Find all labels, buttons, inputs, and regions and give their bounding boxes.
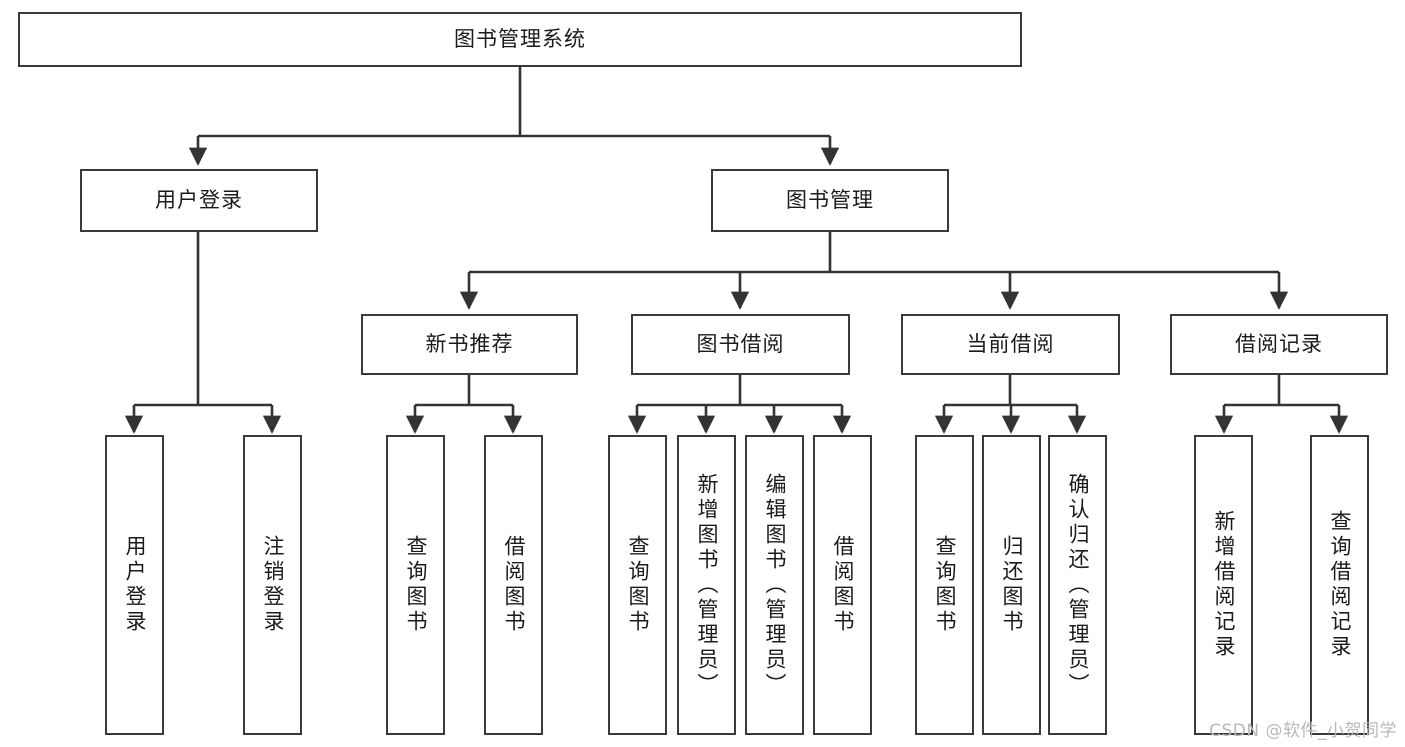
leaf-add-borrow-record[interactable]: 新增借阅记录 bbox=[1194, 435, 1253, 735]
node-book-borrow[interactable]: 图书借阅 bbox=[631, 314, 850, 375]
node-label: 归还图书 bbox=[1000, 535, 1024, 635]
node-label: 图书管理 bbox=[786, 188, 874, 213]
node-label: 借阅图书 bbox=[502, 535, 526, 635]
node-current-borrow[interactable]: 当前借阅 bbox=[901, 314, 1120, 375]
node-label: 查询图书 bbox=[404, 535, 428, 635]
node-user-login[interactable]: 用户登录 bbox=[80, 169, 318, 232]
leaf-edit-book-admin[interactable]: 编辑图书（管理员） bbox=[745, 435, 804, 735]
leaf-return-book[interactable]: 归还图书 bbox=[982, 435, 1041, 735]
node-label: 用户登录 bbox=[155, 188, 243, 213]
node-label: 确认归还（管理员） bbox=[1066, 472, 1090, 698]
node-label: 当前借阅 bbox=[966, 332, 1055, 357]
node-label: 借阅记录 bbox=[1235, 332, 1323, 357]
leaf-logout[interactable]: 注销登录 bbox=[243, 435, 302, 735]
node-borrow-record[interactable]: 借阅记录 bbox=[1170, 314, 1388, 375]
node-label: 注销登录 bbox=[261, 535, 285, 635]
node-label: 借阅图书 bbox=[831, 535, 855, 635]
node-book-manage[interactable]: 图书管理 bbox=[711, 169, 949, 232]
leaf-query-book-borrow[interactable]: 查询图书 bbox=[608, 435, 667, 735]
node-label: 新增借阅记录 bbox=[1212, 510, 1236, 660]
node-new-book-recommend[interactable]: 新书推荐 bbox=[361, 314, 578, 375]
node-label: 图书管理系统 bbox=[454, 27, 586, 52]
leaf-add-book-admin[interactable]: 新增图书（管理员） bbox=[677, 435, 736, 735]
leaf-query-book-current[interactable]: 查询图书 bbox=[915, 435, 974, 735]
leaf-query-borrow-record[interactable]: 查询借阅记录 bbox=[1310, 435, 1369, 735]
node-label: 新书推荐 bbox=[425, 332, 514, 357]
node-label: 新增图书（管理员） bbox=[695, 472, 719, 698]
leaf-borrow-book-recommend[interactable]: 借阅图书 bbox=[484, 435, 543, 735]
node-label: 图书借阅 bbox=[696, 332, 785, 357]
node-label: 用户登录 bbox=[123, 535, 147, 635]
node-root-system[interactable]: 图书管理系统 bbox=[18, 12, 1022, 67]
leaf-confirm-return-admin[interactable]: 确认归还（管理员） bbox=[1048, 435, 1107, 735]
node-label: 查询图书 bbox=[626, 535, 650, 635]
node-label: 查询借阅记录 bbox=[1328, 510, 1352, 660]
leaf-user-login[interactable]: 用户登录 bbox=[105, 435, 164, 735]
leaf-query-book-recommend[interactable]: 查询图书 bbox=[386, 435, 445, 735]
node-label: 查询图书 bbox=[933, 535, 957, 635]
leaf-borrow-book[interactable]: 借阅图书 bbox=[813, 435, 872, 735]
csdn-watermark: CSDN @软件_小贺同学 bbox=[1209, 721, 1397, 741]
node-label: 编辑图书（管理员） bbox=[763, 472, 787, 698]
